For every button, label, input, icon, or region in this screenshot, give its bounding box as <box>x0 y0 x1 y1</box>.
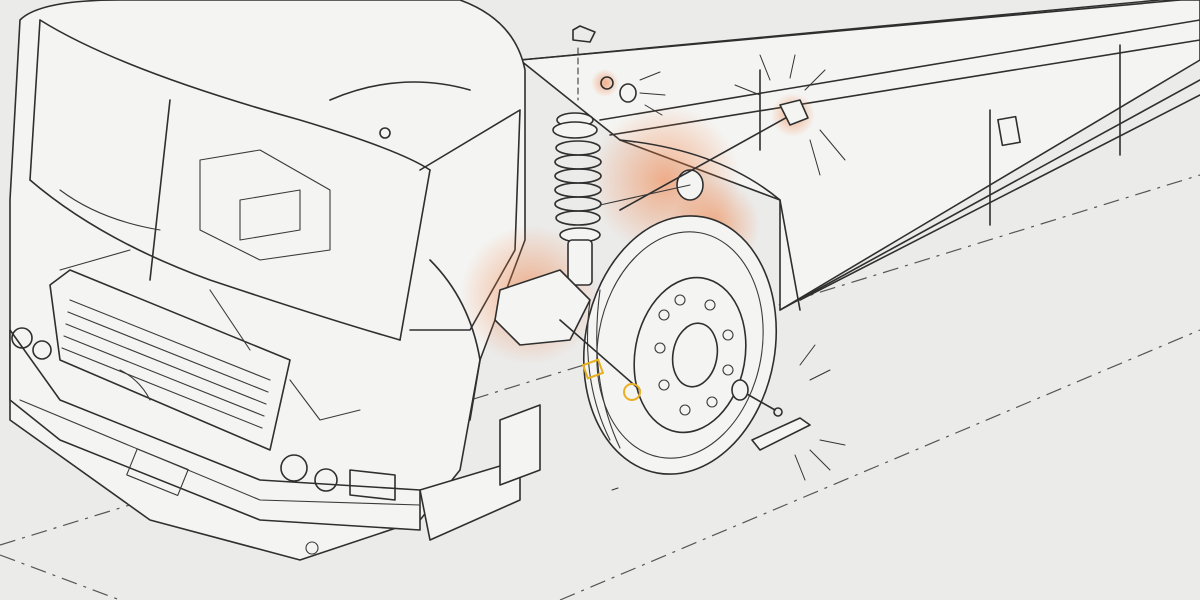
spring-coils <box>554 140 602 226</box>
plate-mount <box>126 448 189 497</box>
coil-spring-strut <box>552 25 602 286</box>
bracket <box>779 99 809 126</box>
hub-cap <box>731 379 749 401</box>
indicator-light <box>349 469 396 501</box>
roof-cap <box>329 81 471 101</box>
skirt-line-lower <box>799 94 1200 301</box>
dash-left <box>59 189 161 231</box>
grille-frame <box>49 269 291 451</box>
window-line-upper <box>599 19 1200 121</box>
bumper-line <box>19 399 421 506</box>
headlight-right <box>280 454 308 482</box>
steering-knuckle <box>429 259 641 421</box>
accent-nut <box>581 358 605 380</box>
engine-parts <box>119 369 361 421</box>
seat <box>239 189 301 241</box>
step-plate <box>419 459 521 541</box>
roof-line <box>519 0 1181 61</box>
cab-shell <box>9 0 526 561</box>
bus-cab <box>9 0 526 561</box>
ground-line-left <box>0 554 121 600</box>
windshield-divider <box>149 99 171 281</box>
step-box <box>499 404 541 486</box>
tow-hook <box>305 541 319 555</box>
marker-light <box>379 127 391 139</box>
lug-nuts <box>654 294 734 416</box>
windshield-bottom <box>29 179 401 341</box>
top-bushing-ring <box>619 83 637 103</box>
accent-washer <box>623 383 641 401</box>
strut-top-cap <box>572 25 596 43</box>
headlight-right-2 <box>314 468 338 492</box>
glow-top-washer <box>591 69 619 97</box>
windshield-right <box>399 169 431 341</box>
tire-tread-1 <box>586 299 611 441</box>
spring-seat-upper <box>552 121 598 139</box>
windshield-top <box>39 19 431 171</box>
upper-mount-parts <box>599 76 809 211</box>
front-end <box>9 249 421 555</box>
tire-outer <box>582 215 778 475</box>
tie-rod <box>559 319 641 391</box>
headlight-left <box>11 327 33 349</box>
windshield-left <box>29 19 41 181</box>
top-washer <box>600 76 614 90</box>
side-hatch <box>997 115 1021 147</box>
grille-slats <box>61 299 271 429</box>
dashboard <box>199 149 331 261</box>
entry-step <box>419 404 541 541</box>
accent-bolts <box>581 358 641 401</box>
strut-link <box>599 184 691 206</box>
headlight-left-2 <box>32 340 52 360</box>
tire-sidewall <box>596 231 764 459</box>
brake-line <box>429 259 481 421</box>
brake-pad <box>751 417 811 451</box>
axle-bolt-head <box>773 407 783 417</box>
hub <box>671 322 719 388</box>
damper-body <box>567 239 593 286</box>
front-wheel <box>582 215 778 475</box>
linkage-rods <box>59 249 251 351</box>
burst-lines <box>611 54 846 491</box>
exploded-hardware <box>731 379 811 451</box>
rim <box>633 276 747 434</box>
wheel-arch <box>619 139 801 311</box>
